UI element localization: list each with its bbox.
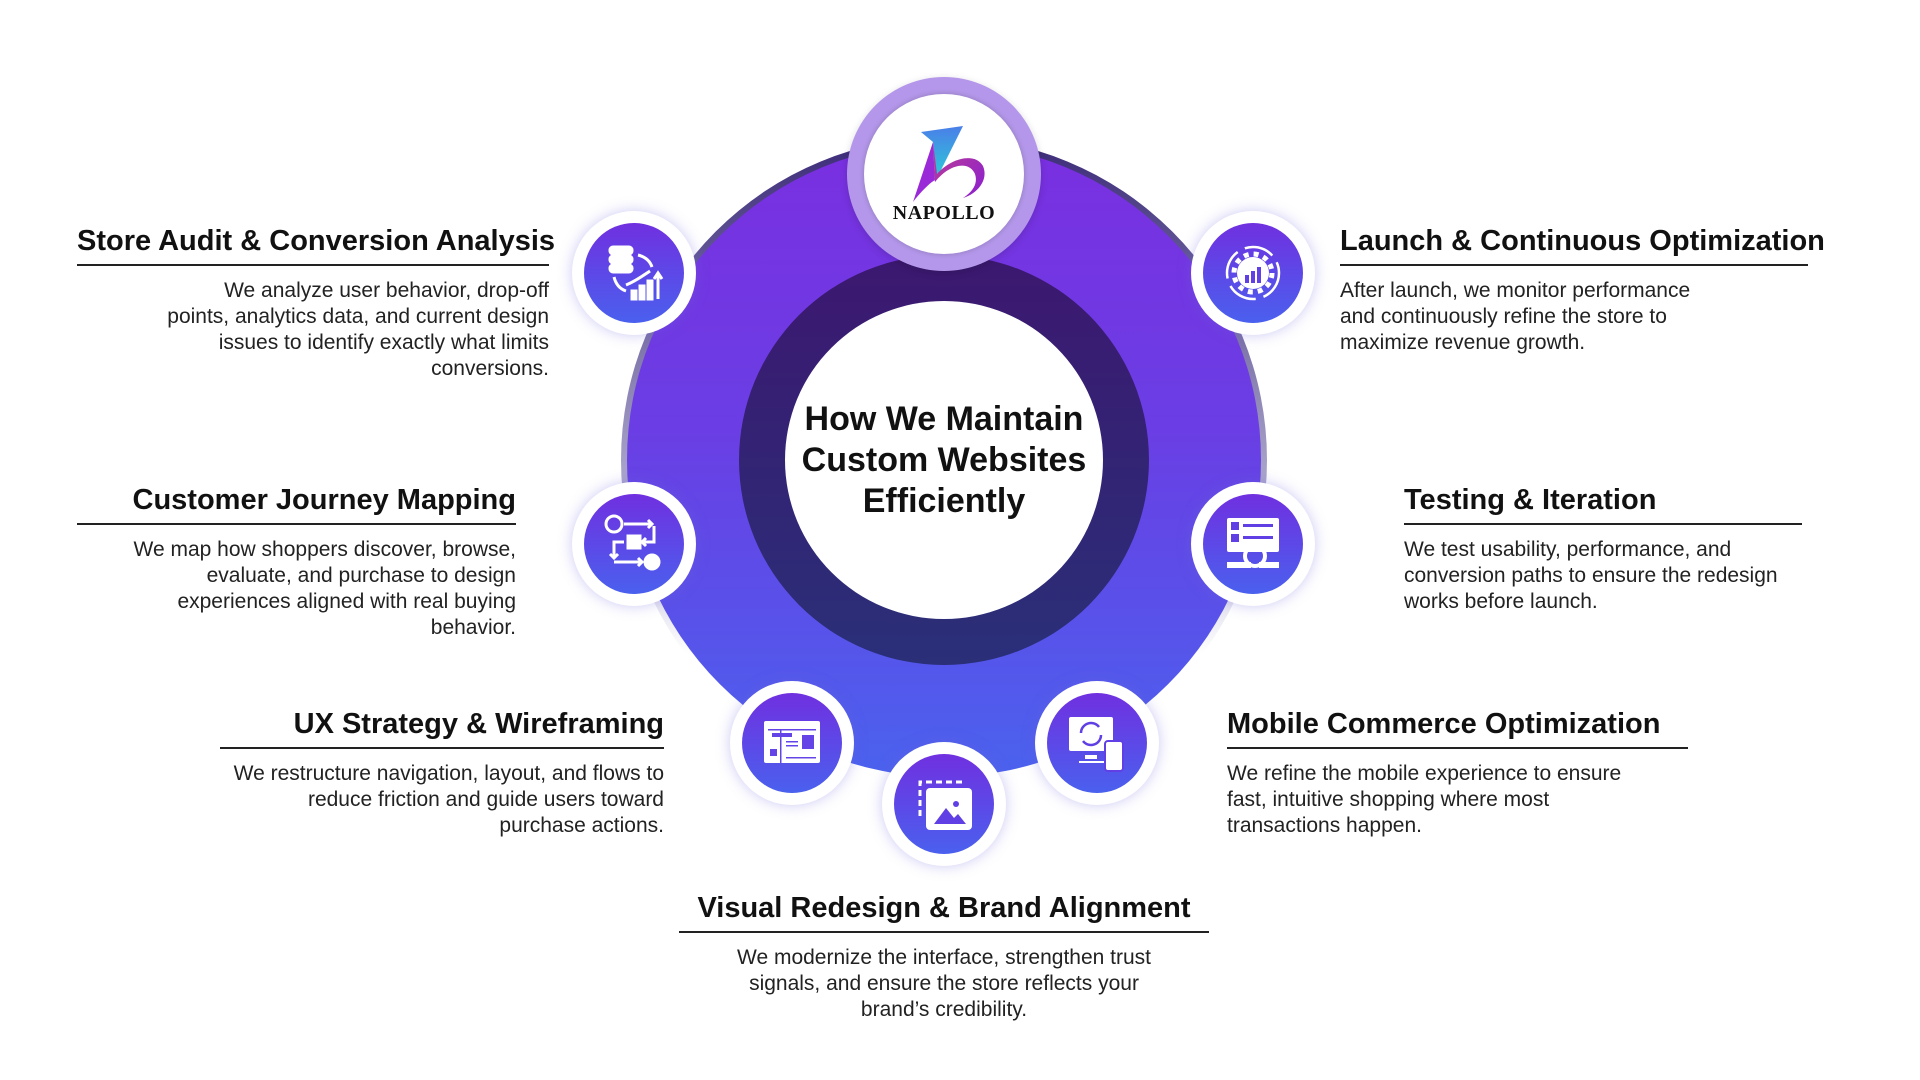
step-node-testing[interactable] xyxy=(1191,482,1315,606)
node-disc xyxy=(584,223,684,323)
node-disc xyxy=(894,754,994,854)
node-disc xyxy=(742,693,842,793)
step-description: We refine the mobile experience to ensur… xyxy=(1227,762,1622,837)
devices-sync-icon xyxy=(1069,717,1124,772)
step-node-visual[interactable] xyxy=(882,742,1006,866)
image-window-icon xyxy=(918,780,972,830)
logo-core: NAPOLLO xyxy=(864,94,1024,254)
center-title-line: Custom Websites xyxy=(801,440,1087,479)
step-node-ux[interactable] xyxy=(730,681,854,805)
node-disc xyxy=(1203,223,1303,323)
step-node-launch[interactable] xyxy=(1191,211,1315,335)
logo-badge: NAPOLLO xyxy=(847,77,1041,271)
wireframe-icon xyxy=(764,721,820,763)
step-testing: Testing & Iteration We test usability, p… xyxy=(1404,483,1802,615)
step-title: Mobile Commerce Optimization xyxy=(1227,707,1688,749)
step-title: Launch & Continuous Optimization xyxy=(1340,224,1825,266)
step-description: We test usability, performance, and conv… xyxy=(1404,538,1778,613)
step-node-mobile[interactable] xyxy=(1035,681,1159,805)
step-mobile: Mobile Commerce Optimization We refine t… xyxy=(1227,707,1688,839)
step-node-store-audit[interactable] xyxy=(572,211,696,335)
center-title-line: How We Maintain xyxy=(804,399,1084,438)
step-node-journey[interactable] xyxy=(572,482,696,606)
step-store-audit: Store Audit & Conversion Analysis We ana… xyxy=(77,224,555,382)
step-ux: UX Strategy & Wireframing We restructure… xyxy=(220,707,664,839)
logo-text: NAPOLLO xyxy=(892,201,996,224)
step-title: Store Audit & Conversion Analysis xyxy=(77,224,555,266)
step-description: We restructure navigation, layout, and f… xyxy=(233,762,664,837)
center-circle: How We Maintain Custom Websites Efficien… xyxy=(785,301,1103,619)
step-title: Testing & Iteration xyxy=(1404,483,1802,525)
step-visual: Visual Redesign & Brand Alignment We mod… xyxy=(679,891,1209,1023)
step-title: Visual Redesign & Brand Alignment xyxy=(679,891,1209,933)
step-description: We modernize the interface, strengthen t… xyxy=(737,946,1151,1021)
node-disc xyxy=(1203,494,1303,594)
journey-flow-icon xyxy=(604,514,661,571)
step-title: Customer Journey Mapping xyxy=(77,483,516,525)
step-description: After launch, we monitor performance and… xyxy=(1340,279,1691,354)
gear-growth-icon xyxy=(1225,245,1281,301)
step-launch: Launch & Continuous Optimization After l… xyxy=(1340,224,1825,356)
center-title: How We Maintain Custom Websites Efficien… xyxy=(794,399,1094,522)
database-analytics-icon xyxy=(608,245,664,301)
step-description: We analyze user behavior, drop-off point… xyxy=(167,279,549,380)
center-title-line: Efficiently xyxy=(862,481,1026,520)
step-journey: Customer Journey Mapping We map how shop… xyxy=(77,483,516,641)
napollo-logo-icon xyxy=(913,125,985,202)
node-disc xyxy=(1047,693,1147,793)
step-description: We map how shoppers discover, browse, ev… xyxy=(133,538,516,639)
checklist-test-icon xyxy=(1227,518,1279,568)
step-title: UX Strategy & Wireframing xyxy=(220,707,664,749)
node-disc xyxy=(584,494,684,594)
